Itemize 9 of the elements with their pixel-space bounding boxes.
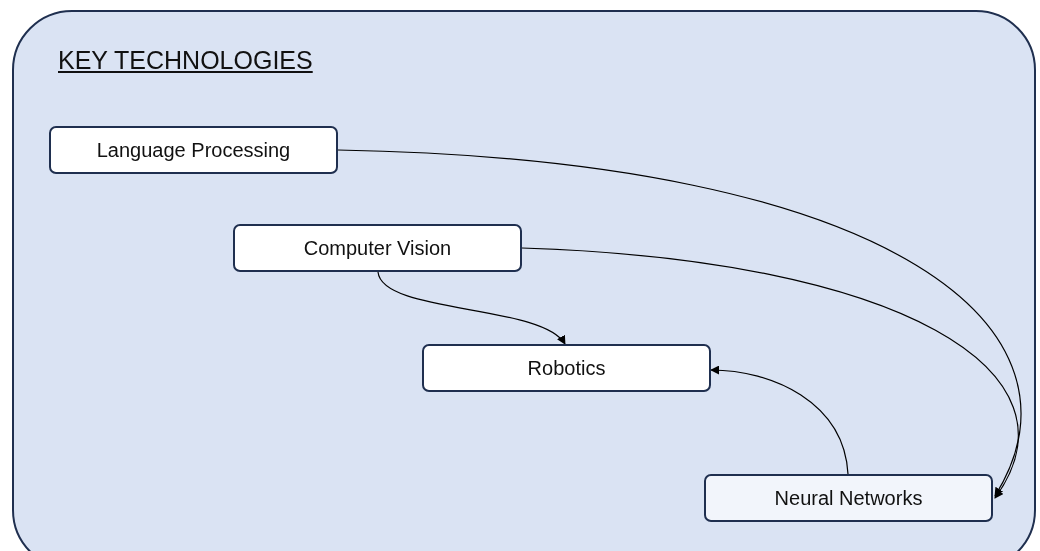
process-box: Robotics <box>422 344 711 392</box>
arrow <box>710 365 849 475</box>
process-box: Neural Networks <box>704 474 993 522</box>
process-box: Computer Vision <box>233 224 522 272</box>
arrow <box>377 271 566 345</box>
arrow <box>521 247 1019 499</box>
process-box: Language Processing <box>49 126 338 174</box>
group-panel <box>12 10 1036 551</box>
panel-heading: KEY TECHNOLOGIES <box>58 46 313 75</box>
